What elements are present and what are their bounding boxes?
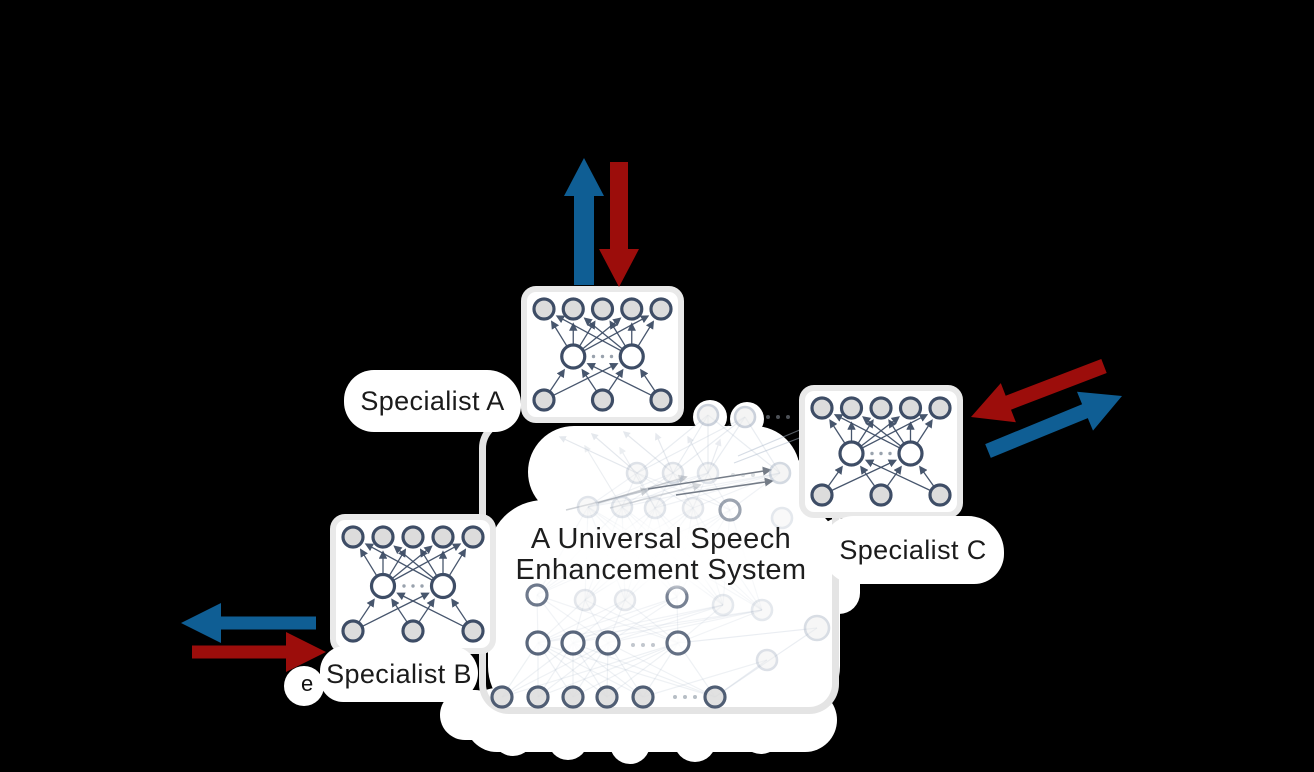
- cloud-bump: [740, 712, 782, 754]
- arrow-down-to-specialist-a: [599, 162, 639, 287]
- cloud-bump: [548, 720, 588, 760]
- specialist-a-label: Specialist A: [360, 385, 505, 416]
- specialist-c-network: [810, 396, 952, 507]
- system-title-line2: Enhancement System: [515, 554, 807, 586]
- specialist-a-label-blob: Specialist A: [344, 370, 521, 432]
- stray-letter-artifact: e: [301, 671, 314, 696]
- specialist-b-network: [341, 525, 485, 643]
- specialist-c-label: Specialist C: [839, 534, 987, 565]
- specialist-b-label: Specialist B: [326, 658, 472, 689]
- title-backdrop: [488, 506, 836, 606]
- specialist-b-label-blob: Specialist B: [320, 646, 478, 702]
- system-title-line1: A Universal Speech: [530, 523, 792, 555]
- specialist-a-network: [532, 297, 673, 412]
- arrow-out-from-specialist-b: [181, 603, 316, 643]
- cloud-bump: [492, 714, 534, 756]
- specialist-b-box: [330, 514, 496, 654]
- specialist-a-box: [521, 286, 684, 423]
- system-title: A Universal Speech Enhancement System: [494, 524, 828, 586]
- specialist-c-box: [799, 385, 963, 518]
- specialist-c-label-blob: Specialist C: [822, 516, 1004, 584]
- cloud-bump: [284, 666, 324, 706]
- arrow-up-from-specialist-a: [564, 158, 604, 285]
- cloud-bump: [610, 724, 650, 764]
- cloud-bump: [674, 720, 716, 762]
